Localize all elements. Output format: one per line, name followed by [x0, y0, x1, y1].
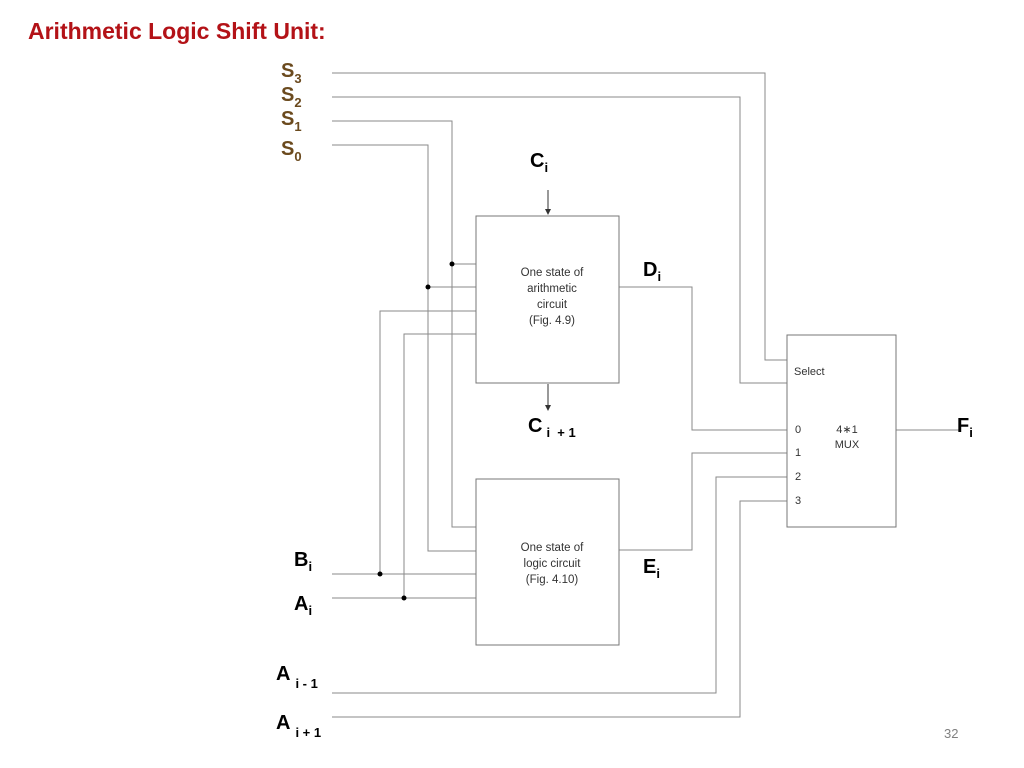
mux-input-1: 1: [795, 447, 801, 459]
s0-junction: [425, 284, 431, 290]
di-label: Di: [643, 259, 661, 284]
bi-label: Bi: [294, 549, 312, 574]
mux-input-0: 0: [795, 424, 801, 436]
logic-text-line-1: One state of: [521, 542, 584, 554]
arithmetic-box: [475, 215, 620, 384]
s3-wire: [332, 72, 787, 361]
s2-wire: [332, 96, 787, 384]
fi-label: Fi: [957, 415, 973, 440]
bi-to-arith-wire: [379, 310, 476, 574]
select-wires: [332, 72, 787, 552]
mux-box: [786, 334, 897, 528]
arith-text-line-1: One state of: [521, 267, 584, 279]
s0-wire: [332, 144, 476, 552]
page-number: 32: [944, 726, 959, 741]
s1-junction: [449, 261, 455, 267]
arithmetic-circuit-block: One state of arithmetic circuit (Fig. 4.…: [475, 215, 620, 384]
arith-text-line-3: circuit: [537, 299, 568, 311]
mux-input-2: 2: [795, 471, 801, 483]
ei-label: Ei: [643, 556, 660, 581]
output-wires: [619, 286, 960, 551]
s0-label: S0: [281, 138, 302, 164]
s2-label: S2: [281, 84, 302, 110]
di-wire: [619, 286, 787, 431]
bi-junction: [377, 571, 383, 577]
mux-name-line-1: 4∗1: [836, 424, 857, 436]
arith-text-line-4: (Fig. 4.9): [529, 315, 575, 327]
carry-in-label: Ci: [530, 150, 548, 175]
logic-text-line-2: logic circuit: [524, 558, 582, 570]
operand-wires: [332, 310, 476, 601]
arith-text-line-2: arithmetic: [527, 283, 577, 295]
mux-select-label: Select: [794, 366, 825, 378]
ai-label: Ai: [294, 593, 312, 618]
s1-label: S1: [281, 108, 302, 134]
shift-wires: [332, 476, 787, 718]
a-i-minus-1-wire: [332, 476, 787, 694]
s3-label: S3: [281, 60, 302, 86]
ai-to-arith-wire: [403, 333, 476, 598]
ai-junction: [401, 595, 407, 601]
mux-name-line-2: MUX: [835, 439, 860, 451]
slide-title: Arithmetic Logic Shift Unit:: [28, 18, 326, 44]
mux-input-3: 3: [795, 495, 801, 507]
logic-box: [475, 478, 620, 646]
ei-wire: [619, 452, 787, 551]
logic-text-line-3: (Fig. 4.10): [526, 574, 579, 586]
mux-block: Select 0 1 2 3 4∗1 MUX: [786, 334, 897, 528]
s1-wire: [332, 120, 476, 528]
a-i-plus-1-wire: [332, 500, 787, 718]
logic-circuit-block: One state of logic circuit (Fig. 4.10): [475, 478, 620, 646]
